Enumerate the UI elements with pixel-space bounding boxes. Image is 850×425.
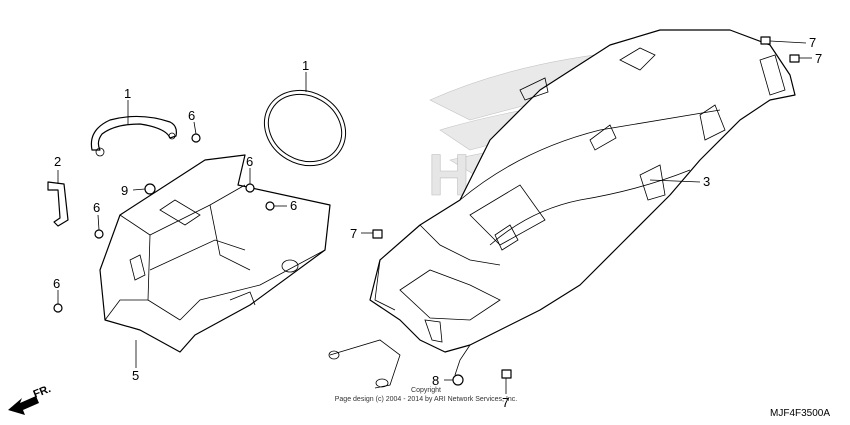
bolt-6-left (94, 229, 104, 239)
callout-8: 8 (432, 373, 439, 388)
callout-1-strap: 1 (124, 86, 131, 101)
callout-6-bottom: 6 (53, 276, 60, 291)
part-5-battery-box (99, 154, 331, 353)
callouts: 1 1 2 3 5 6 6 6 6 6 7 7 7 7 8 9 (53, 35, 822, 410)
clip-7-left (372, 229, 383, 239)
callout-9: 9 (121, 183, 128, 198)
part-3-rear-fender (328, 29, 796, 389)
bolt-6-mid (245, 183, 255, 193)
bolt-6-bottom (53, 303, 63, 313)
callout-1-o-ring: 1 (302, 58, 309, 73)
clip-7-top (760, 36, 771, 45)
bolt-8 (452, 374, 464, 386)
callout-6-mid: 6 (246, 154, 253, 169)
diagram-code: MJF4F3500A (770, 408, 830, 419)
callout-6-left: 6 (93, 200, 100, 215)
grommet-9 (144, 183, 156, 195)
callout-7-top: 7 (809, 35, 816, 50)
copyright-line-1: Copyright (411, 387, 441, 394)
arrow-icon (8, 396, 39, 415)
front-direction-indicator: FR. (8, 383, 53, 415)
callout-7-left: 7 (350, 226, 357, 241)
clip-7-bottom (501, 369, 512, 379)
direction-label: FR. (32, 383, 53, 401)
callout-6-right: 6 (290, 198, 297, 213)
callout-5: 5 (132, 368, 139, 383)
callout-2: 2 (54, 154, 61, 169)
callout-7-right: 7 (815, 51, 822, 66)
leader-lines (57, 40, 812, 394)
part-1-o-ring (263, 89, 347, 167)
callout-6-top: 6 (188, 108, 195, 123)
part-2-bracket (47, 181, 69, 227)
bolt-6-top (191, 133, 201, 143)
copyright-line-2: Page design (c) 2004 - 2014 by ARI Netwo… (335, 396, 518, 403)
clip-7-right (789, 54, 800, 63)
part-1-strap (90, 115, 177, 157)
bolt-6-right (265, 201, 275, 211)
callout-3: 3 (703, 174, 710, 189)
callout-7-bottom: 7 (502, 395, 509, 410)
